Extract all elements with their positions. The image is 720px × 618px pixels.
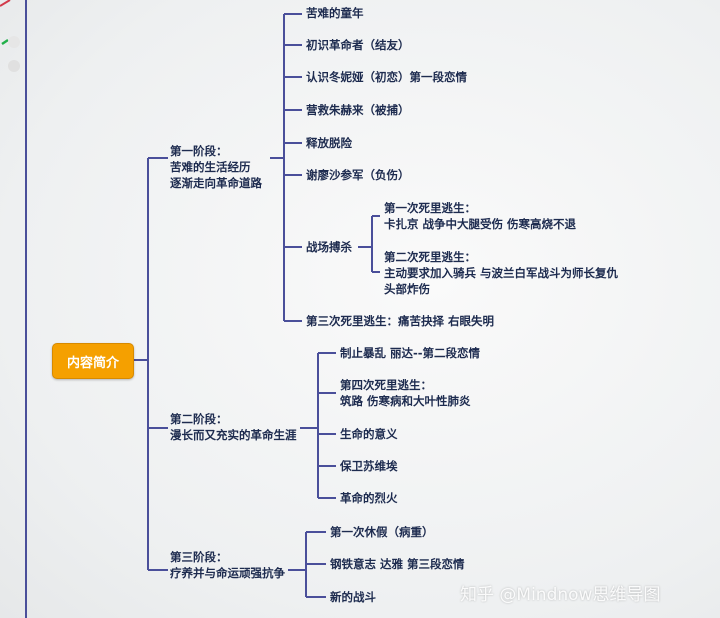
stage3-title: 第三阶段： (170, 550, 228, 564)
stage2-item[interactable]: 制止暴乱 丽达--第二段恋情 (340, 345, 480, 361)
root-label: 内容简介 (66, 355, 119, 371)
stage1-title: 第一阶段： (170, 144, 228, 158)
scroll-dot-icon (8, 36, 20, 48)
battle-item-line: 主动要求加入骑兵 与波兰白军战斗为师长复仇 (384, 266, 619, 280)
red-stroke (0, 0, 11, 7)
stage3-node[interactable]: 第三阶段： 疗养并与命运顽强抗争 (170, 549, 285, 581)
stage2-item[interactable]: 保卫苏维埃 (340, 458, 398, 474)
stage2-line: 漫长而又充实的革命生涯 (170, 428, 297, 442)
stage3-line: 疗养并与命运顽强抗争 (170, 566, 285, 580)
battle-item[interactable]: 第二次死里逃生： 主动要求加入骑兵 与波兰白军战斗为师长复仇 头部炸伤 (384, 249, 618, 297)
stage2-title: 第二阶段： (170, 412, 228, 426)
stage2-item[interactable]: 第四次死里逃生： 筑路 伤寒病和大叶性肺炎 (340, 377, 471, 409)
stage1-item[interactable]: 苦难的童年 (306, 6, 364, 20)
stage3-item[interactable]: 第一次休假（病重） (330, 525, 434, 539)
stage1-item[interactable]: 第三次死里逃生：痛苦抉择 右眼失明 (306, 314, 495, 328)
stage2-item-line: 制止暴乱 丽达--第二段恋情 (340, 346, 481, 360)
stage2-item-line: 保卫苏维埃 (340, 459, 398, 473)
stage1-item[interactable]: 营救朱赫来（被捕） (306, 103, 410, 117)
stage1-item[interactable]: 认识冬妮娅（初恋）第一段恋情 (306, 70, 467, 84)
stage1-line: 逐渐走向革命道路 (170, 176, 262, 190)
battle-item-title: 第一次死里逃生： (384, 201, 476, 215)
stage3-item[interactable]: 新的战斗 (330, 590, 376, 604)
stage1-node[interactable]: 第一阶段： 苦难的生活经历 逐渐走向革命道路 (170, 143, 262, 191)
stage1-item[interactable]: 谢廖沙参军（负伤） (306, 168, 410, 182)
stage1-line: 苦难的生活经历 (170, 160, 251, 174)
stage3-item[interactable]: 钢铁意志 达雅 第三段恋情 (330, 557, 465, 571)
watermark: 知乎 @Mindnow思维导图 (460, 585, 661, 605)
battle-item-title: 第二次死里逃生： (384, 250, 476, 264)
stage1-item-battle[interactable]: 战场搏杀 (306, 240, 352, 254)
stage2-item-line: 革命的烈火 (340, 491, 398, 505)
stage2-item-line: 筑路 伤寒病和大叶性肺炎 (340, 394, 471, 408)
stage1-item[interactable]: 初识革命者（结友） (306, 38, 410, 52)
stage2-item[interactable]: 革命的烈火 (340, 490, 398, 506)
stage1-item[interactable]: 释放脱险 (306, 136, 352, 150)
scroll-dot-icon (8, 60, 20, 72)
stage2-item[interactable]: 生命的意义 (340, 426, 398, 442)
stage2-item-line: 生命的意义 (340, 427, 398, 441)
root-node[interactable]: 内容简介 (52, 343, 134, 379)
battle-item-line: 头部炸伤 (384, 282, 430, 296)
green-stroke (1, 38, 9, 46)
stage2-node[interactable]: 第二阶段： 漫长而又充实的革命生涯 (170, 411, 297, 443)
stage2-item-line: 第四次死里逃生： (340, 378, 432, 392)
battle-item[interactable]: 第一次死里逃生： 卡扎京 战争中大腿受伤 伤寒高烧不退 (384, 200, 576, 232)
battle-item-line: 卡扎京 战争中大腿受伤 伤寒高烧不退 (384, 217, 577, 231)
